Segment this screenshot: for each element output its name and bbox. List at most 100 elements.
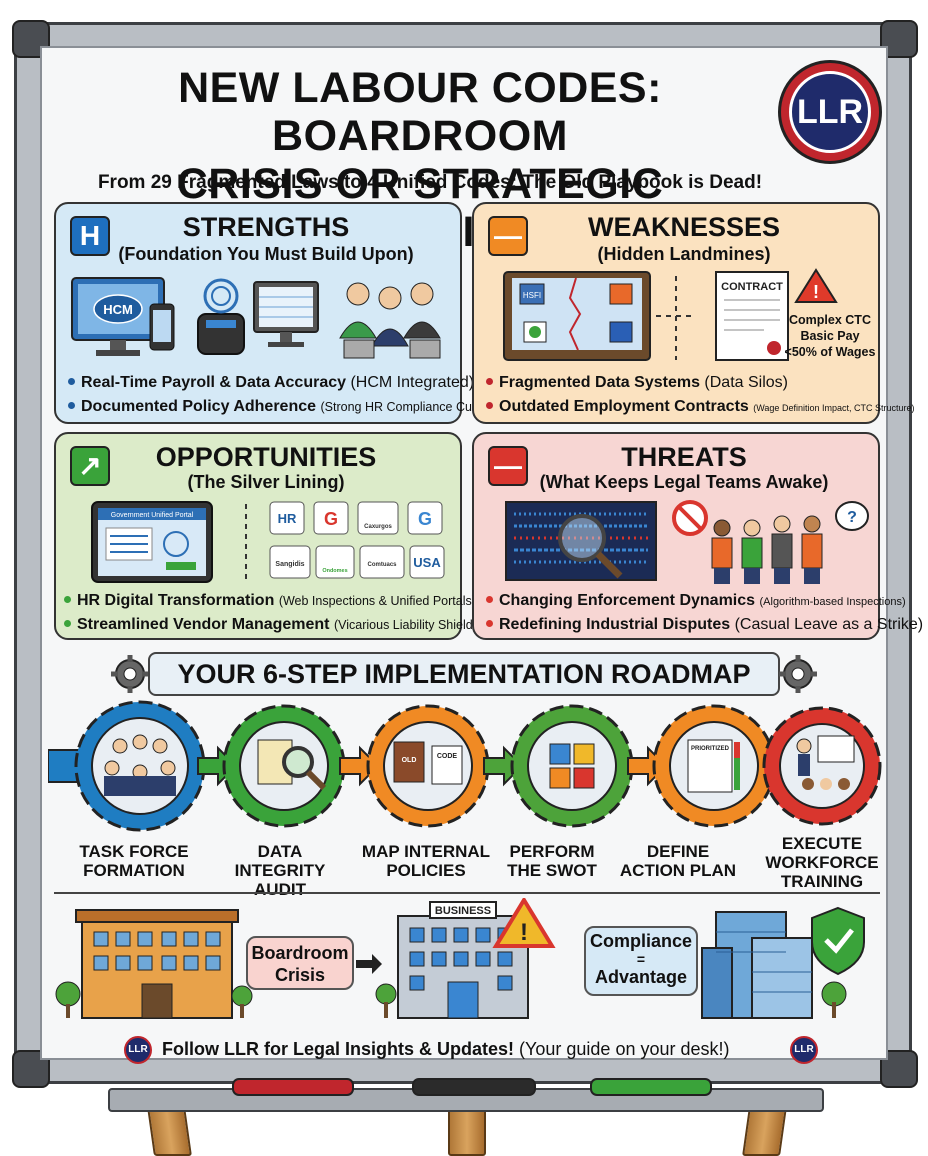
svg-text:?: ? [847, 509, 857, 526]
svg-text:Ondomes: Ondomes [322, 568, 347, 574]
step-gear-task-force [74, 700, 206, 832]
svg-text:Sangidis: Sangidis [275, 561, 304, 568]
weaknesses-bullet: Outdated Employment Contracts (Wage Defi… [486, 398, 914, 416]
threats-panel: — THREATS (What Keeps Legal Teams Awake) [472, 432, 923, 640]
hr-team-people-icon [339, 282, 441, 359]
strengths-illustration: HCM [71, 277, 441, 359]
page-subtitle: From 29 Fragmented Laws to 4 Unified Cod… [97, 172, 763, 193]
weaknesses-bullet: Fragmented Data Systems (Data Silos) [486, 374, 788, 392]
strengths-icon: H [70, 216, 110, 256]
strengths-subtitle: (Foundation You Must Build Upon) [118, 244, 414, 264]
fragmented-systems-icon: HSFI [503, 271, 651, 361]
llr-logo-text: LLR [789, 71, 871, 153]
svg-text:CODE: CODE [437, 753, 458, 760]
roadmap-title: YOUR 6-STEP IMPLEMENTATION ROADMAP [148, 652, 780, 696]
opportunities-bullet: Streamlined Vendor Management (Vicarious… [64, 616, 477, 634]
svg-text:PRIORITIZED: PRIORITIZED [691, 746, 730, 752]
contract-document-icon: CONTRACT [715, 271, 789, 361]
weaknesses-title: WEAKNESSES [587, 212, 781, 242]
svg-text:HSFI: HSFI [523, 291, 541, 300]
svg-text:G: G [324, 509, 338, 529]
strengths-bullet: Real-Time Payroll & Data Accuracy (HCM I… [68, 374, 474, 392]
divider-dashes [656, 276, 696, 360]
section-divider [54, 892, 880, 894]
svg-text:Caxurgos: Caxurgos [364, 524, 392, 530]
strengths-panel: H STRENGTHS (Foundation You Must Build U… [54, 202, 500, 424]
warning-triangle-icon [492, 898, 556, 948]
green-marker[interactable] [590, 1078, 712, 1096]
step-gear-swot [510, 704, 634, 828]
svg-text:Government Unified Portal: Government Unified Portal [111, 512, 194, 519]
threats-bullet: Redefining Industrial Disputes (Casual L… [486, 616, 923, 634]
old-building-icon [55, 909, 253, 1019]
svg-text:G: G [418, 509, 432, 529]
opportunities-icon: ↗ [70, 446, 110, 486]
weaknesses-subtitle: (Hidden Landmines) [597, 244, 771, 264]
fingerprint-scanner-icon [197, 278, 245, 355]
weaknesses-icon: — [488, 216, 528, 256]
gear-icon [111, 655, 149, 693]
threats-title: THREATS [621, 442, 747, 472]
roadmap-steps-graphic: OLD CODE PRIORITIZED [48, 700, 882, 832]
footer-logo: LLR [790, 1036, 818, 1064]
svg-text:CONTRACT: CONTRACT [721, 281, 783, 293]
svg-text:Comtuacs: Comtuacs [367, 562, 397, 568]
gear-icon [779, 655, 817, 693]
footer-text: Follow LLR for Legal Insights & Updates!… [162, 1039, 730, 1060]
warning-triangle-icon: ! [794, 268, 838, 303]
workers-group-icon [711, 515, 823, 584]
arrow-right-icon [356, 954, 382, 974]
weaknesses-panel: — WEAKNESSES (Hidden Landmines) HSFI CON… [472, 202, 914, 424]
government-portal-tablet-icon: Government Unified Portal [91, 501, 213, 583]
threats-bullet: Changing Enforcement Dynamics (Algorithm… [486, 592, 906, 610]
svg-text:BUSINESS: BUSINESS [435, 905, 491, 917]
svg-text:OLD: OLD [402, 757, 417, 764]
weaknesses-note: Complex CTC Basic Pay <50% of Wages [784, 313, 876, 359]
transition-scene: BUSINESS ! [55, 898, 865, 1019]
step-gear-map-policies: OLD CODE [366, 704, 490, 828]
step-gear-training [762, 706, 882, 826]
svg-text:HR: HR [278, 511, 297, 526]
footer-logo: LLR [124, 1036, 152, 1064]
red-marker[interactable] [232, 1078, 354, 1096]
svg-text:!: ! [813, 282, 819, 302]
opportunities-panel: ↗ OPPORTUNITIES (The Silver Lining) Gove… [54, 432, 477, 640]
opportunities-title: OPPORTUNITIES [155, 442, 377, 472]
modern-building-icon [701, 906, 865, 1019]
svg-text:!: ! [520, 919, 528, 946]
opportunities-illustration: Government Unified Portal HR G Caxurgos … [91, 501, 445, 584]
strengths-title: STRENGTHS [182, 212, 350, 242]
footer-note-text: (Your guide on your desk!) [519, 1039, 730, 1059]
vendor-logo-grid: HR G Caxurgos G Sangidis Ondomes Comtuac… [269, 501, 445, 579]
weaknesses-illustration: HSFI CONTRACT ! [503, 268, 838, 361]
threats-icon: — [488, 446, 528, 486]
question-bubble-icon: ? [835, 501, 869, 531]
step-gear-data-audit [222, 704, 346, 828]
opportunities-bullet: HR Digital Transformation (Web Inspectio… [64, 592, 476, 610]
strengths-bullet: Documented Policy Adherence (Strong HR C… [68, 398, 500, 416]
footer-bold-text: Follow LLR for Legal Insights & Updates! [162, 1039, 515, 1059]
svg-text:USA: USA [413, 555, 441, 570]
llr-logo: LLR [778, 60, 882, 164]
shield-check-icon [811, 906, 865, 976]
svg-text:HCM: HCM [103, 302, 133, 317]
phone-fingerprint-icon [149, 303, 175, 351]
footer: LLR Follow LLR for Legal Insights & Upda… [52, 1030, 876, 1070]
title-line-1: NEW LABOUR CODES: BOARDROOM [178, 64, 662, 160]
threats-subtitle: (What Keeps Legal Teams Awake) [539, 472, 829, 492]
algorithm-inspection-icon [505, 501, 657, 581]
opportunities-subtitle: (The Silver Lining) [187, 472, 345, 492]
step-gear-action-plan: PRIORITIZED [652, 704, 776, 828]
advantage-label: Compliance=Advantage [584, 926, 698, 996]
threats-illustration: ? [505, 500, 869, 584]
business-building-icon: BUSINESS ! [375, 898, 556, 1019]
no-entry-icon [672, 500, 708, 536]
black-marker[interactable] [412, 1078, 536, 1096]
